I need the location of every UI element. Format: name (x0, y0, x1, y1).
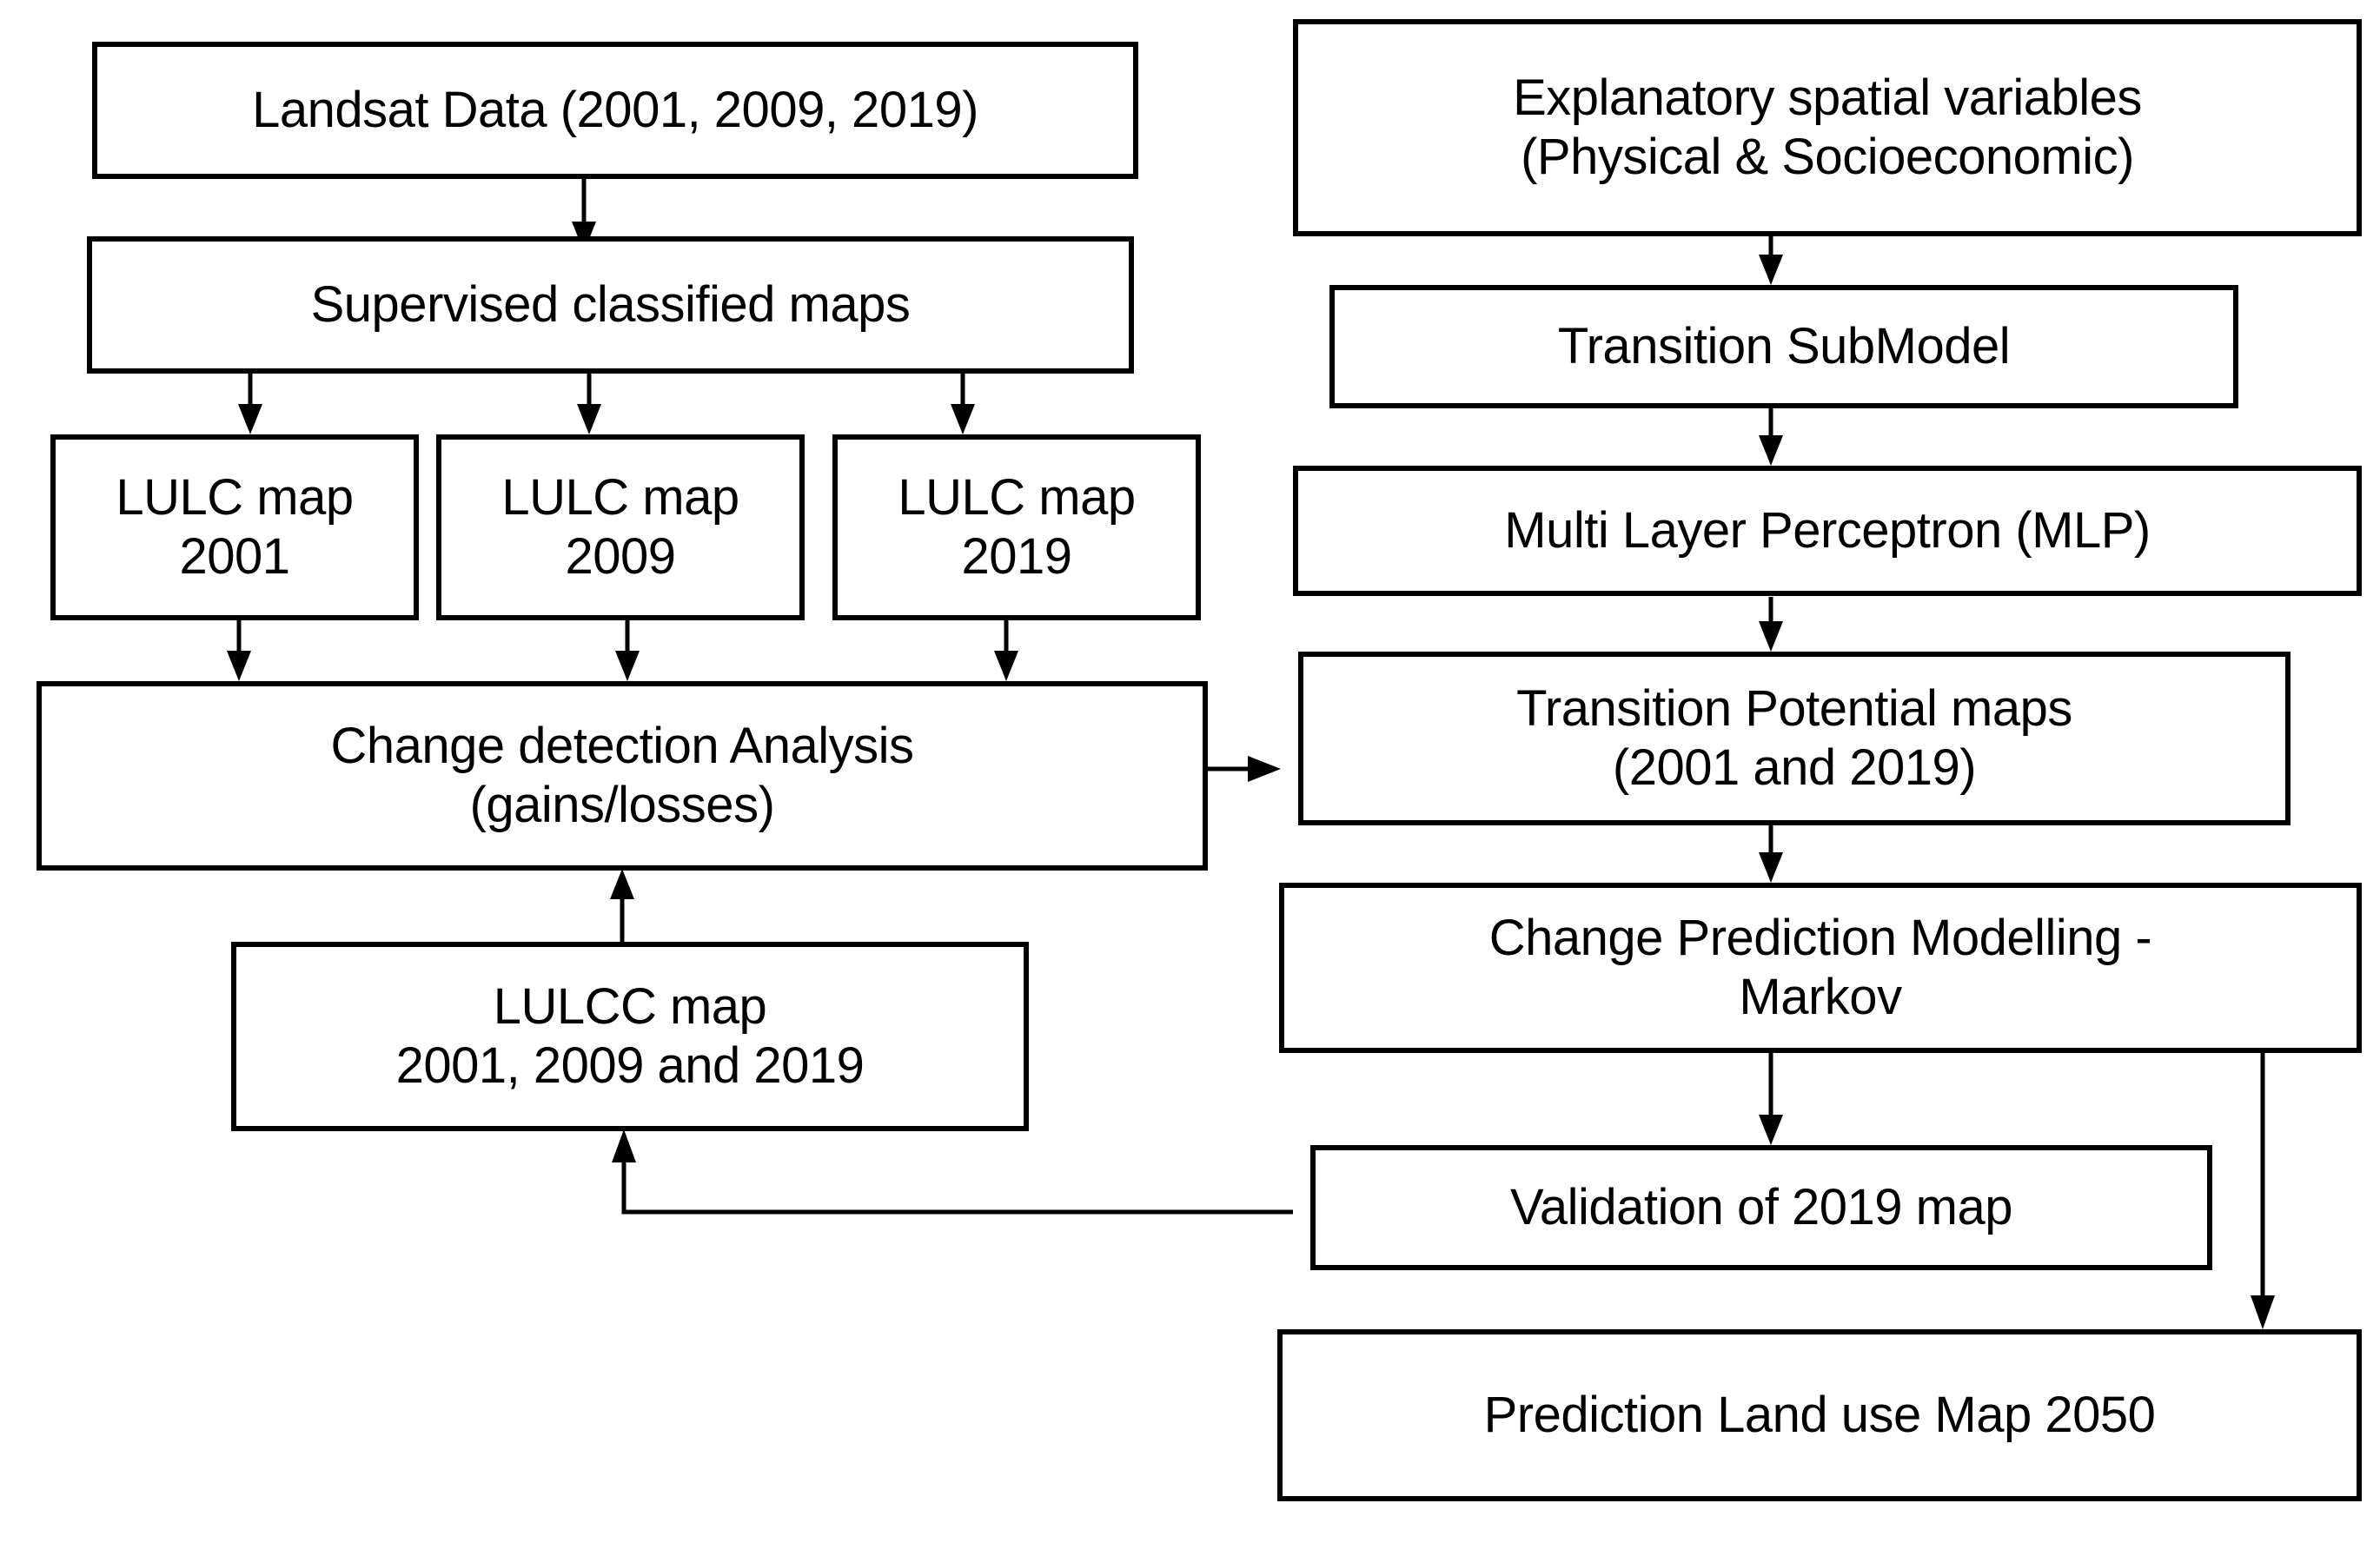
edge-explanatory-to-submodel (1759, 236, 1783, 285)
node-multi-layer-perceptron[interactable]: Multi Layer Perceptron (MLP) (1293, 466, 2362, 596)
edge-lulcc-to-change-detection (610, 869, 634, 943)
edge-lulc2019-to-change-detection (994, 619, 1018, 681)
edge-lulc2009-to-change-detection (615, 619, 640, 681)
edge-change-prediction-to-validation (1759, 1053, 1783, 1145)
node-lulcc-map[interactable]: LULCC map 2001, 2009 and 2019 (231, 942, 1029, 1131)
node-transition-submodel[interactable]: Transition SubModel (1329, 285, 2238, 408)
node-transition-potential-maps[interactable]: Transition Potential maps (2001 and 2019… (1298, 652, 2291, 825)
node-explanatory-spatial-variables[interactable]: Explanatory spatial variables (Physical … (1293, 19, 2362, 236)
node-change-prediction-modelling[interactable]: Change Prediction Modelling - Markov (1279, 883, 2362, 1053)
node-lulc-map-2009[interactable]: LULC map 2009 (436, 434, 805, 620)
node-change-detection-analysis[interactable]: Change detection Analysis (gains/losses) (36, 681, 1208, 871)
edge-supervised-to-lulc-2001 (238, 372, 262, 434)
edge-change-detection-to-transition-potential (1208, 756, 1281, 782)
node-lulc-map-2019[interactable]: LULC map 2019 (832, 434, 1201, 620)
node-supervised-classified-maps[interactable]: Supervised classified maps (87, 236, 1134, 374)
edge-supervised-to-lulc-2009 (577, 372, 601, 434)
edge-lulc2001-to-change-detection (227, 619, 251, 681)
edge-mlp-to-transition-potential (1759, 597, 1783, 652)
node-landsat-data[interactable]: Landsat Data (2001, 2009, 2019) (92, 42, 1138, 179)
edge-submodel-to-mlp (1759, 408, 1783, 466)
edge-validation-to-lulcc (612, 1129, 1293, 1215)
node-prediction-land-use-map[interactable]: Prediction Land use Map 2050 (1277, 1329, 2362, 1501)
edge-transition-potential-to-change-prediction (1759, 825, 1783, 883)
edge-change-prediction-to-prediction-map (2251, 1053, 2275, 1329)
node-validation-of-2019-map[interactable]: Validation of 2019 map (1310, 1145, 2212, 1270)
edge-supervised-to-lulc-2019 (951, 372, 975, 434)
node-lulc-map-2001[interactable]: LULC map 2001 (50, 434, 419, 620)
